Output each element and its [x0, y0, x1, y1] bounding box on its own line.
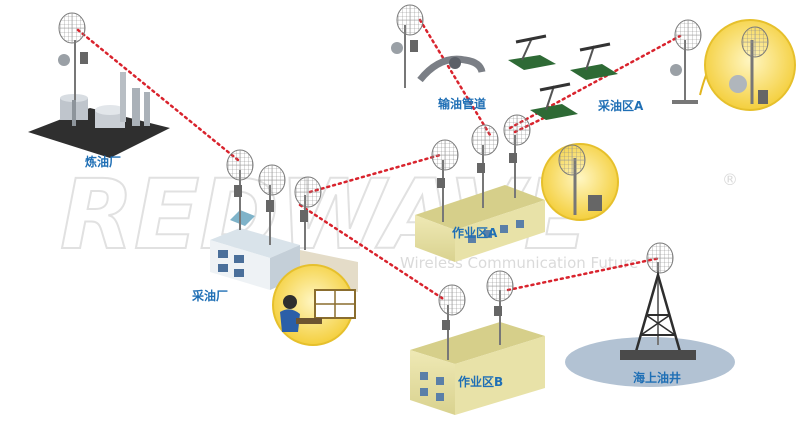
- pump-jack: [530, 82, 578, 120]
- label-refinery: 炼油厂: [85, 154, 121, 169]
- link-plant-zone-a: [308, 153, 442, 194]
- label-extraction-a: 采油区A: [597, 98, 644, 113]
- work-zone-a-building: [415, 185, 545, 262]
- work-zone-b-building: [410, 322, 545, 415]
- pump-jack: [508, 34, 556, 70]
- refinery-illustration: [28, 72, 170, 158]
- label-work-zone-b: 作业区B: [458, 374, 503, 389]
- label-production-plant: 采油厂: [191, 288, 228, 303]
- pump-jack: [570, 42, 618, 80]
- pipeline-antenna: [391, 4, 424, 88]
- antenna-zoom-bubble: [699, 19, 796, 111]
- operator-zoom-bubble: [272, 264, 356, 346]
- registered-mark: ®: [722, 170, 738, 189]
- work-zone-b-antennas: [438, 270, 514, 360]
- link-zone-a-extraction-relay: [508, 34, 682, 130]
- label-pipeline: 输油管道: [438, 96, 486, 111]
- label-work-zone-a: 作业区A: [452, 225, 498, 240]
- refinery-antenna: [58, 12, 88, 100]
- link-plant-zone-b: [298, 203, 447, 302]
- pipeline-illustration: [417, 55, 486, 83]
- extraction-relay-antenna: [670, 19, 702, 104]
- work-zone-a-zoom-bubble: [541, 143, 619, 221]
- link-pipeline-zone-a: [418, 18, 492, 137]
- brand-watermark: REDWAVE Wireless Communication Future ®: [59, 158, 738, 272]
- work-zone-a-antennas: [431, 114, 531, 222]
- production-plant-antennas: [226, 149, 322, 250]
- link-refinery-plant: [76, 28, 240, 162]
- pump-jack-group: [508, 34, 618, 120]
- label-offshore-well: 海上油井: [633, 370, 681, 385]
- link-zone-b-offshore: [506, 256, 662, 292]
- offshore-well: [565, 242, 735, 387]
